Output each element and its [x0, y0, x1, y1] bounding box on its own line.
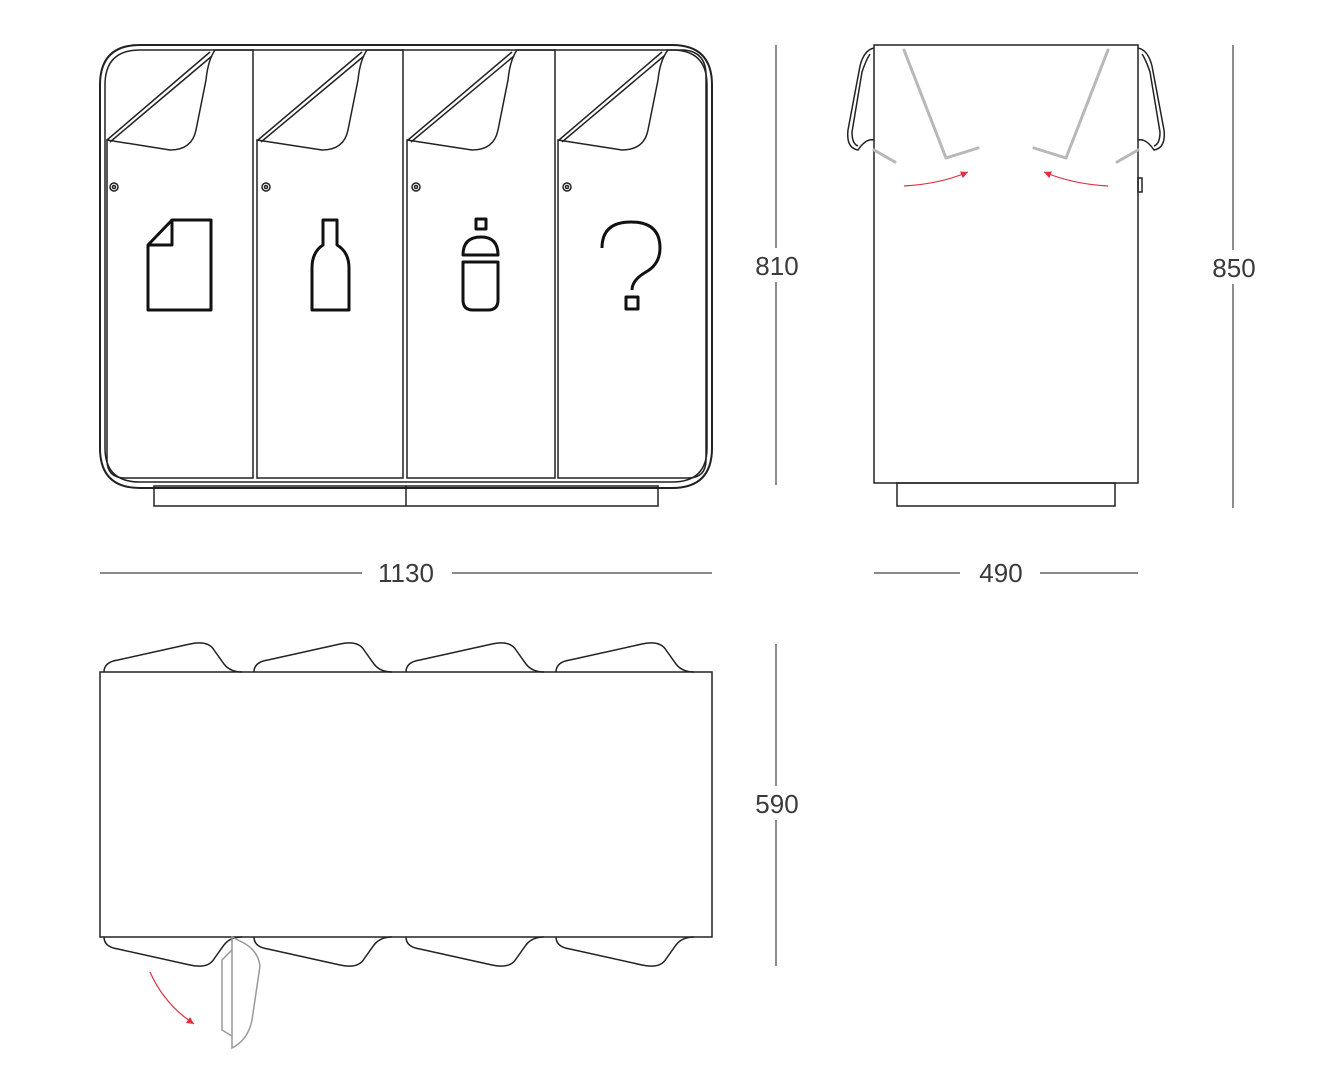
- side-lid-left: [846, 47, 875, 151]
- panel-1: [106, 49, 254, 479]
- can-icon: [461, 217, 500, 312]
- open-arrow-top: [149, 971, 195, 1025]
- panel-4: [557, 49, 707, 479]
- top-lids-front: [103, 936, 695, 967]
- top-lids-back: [103, 642, 695, 673]
- front-width-label: 1130: [378, 558, 434, 588]
- panel-3: [406, 49, 556, 479]
- front-height-label: 810: [755, 251, 798, 281]
- lock-icon: [562, 182, 572, 192]
- lock-icon: [109, 182, 119, 192]
- side-handle: [1137, 177, 1143, 193]
- paper-icon: [146, 218, 213, 312]
- side-depth-label: 490: [979, 558, 1022, 588]
- open-arrow-right: [1043, 171, 1109, 187]
- front-outer-frame: [99, 44, 713, 489]
- panel-2: [256, 49, 404, 479]
- top-body: [99, 671, 713, 938]
- lock-icon: [261, 182, 271, 192]
- top-depth-label: 590: [755, 789, 798, 819]
- top-view: 590: [99, 642, 804, 1050]
- front-inner-frame: [104, 49, 708, 483]
- side-base: [896, 482, 1116, 507]
- question-mark-icon: [600, 220, 662, 311]
- side-lid-right: [1137, 47, 1166, 151]
- bottle-icon: [310, 218, 351, 312]
- open-arrow-left: [903, 171, 969, 187]
- open-door-top: [231, 935, 261, 1050]
- front-view: 810 1130: [99, 44, 804, 588]
- open-lid-left: [902, 48, 980, 160]
- side-body: [873, 44, 1139, 484]
- side-view: 850 490: [846, 44, 1260, 588]
- lock-icon: [411, 182, 421, 192]
- open-lid-right: [1032, 48, 1110, 160]
- side-height-label: 850: [1212, 253, 1255, 283]
